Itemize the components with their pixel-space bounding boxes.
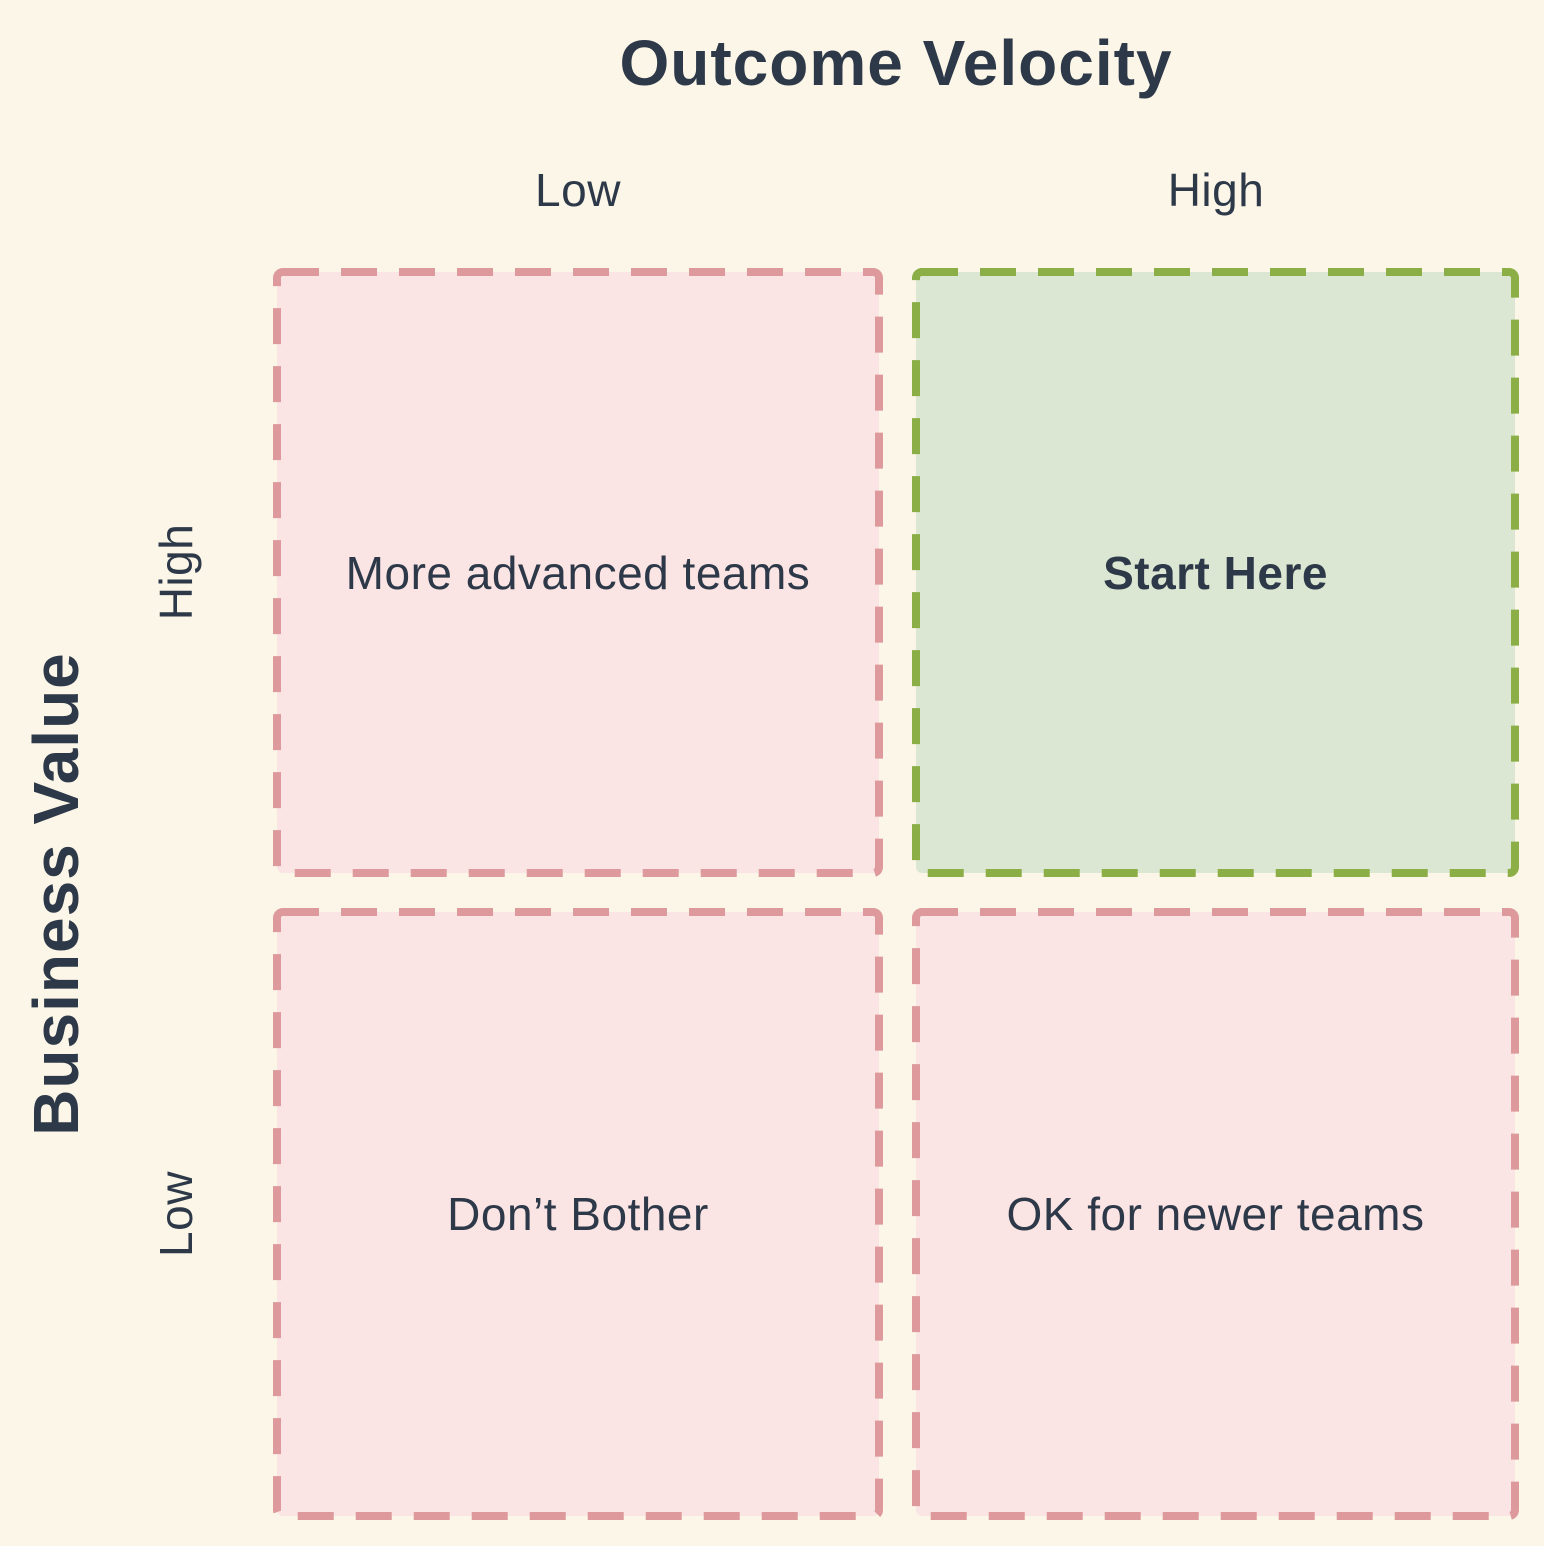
quadrant-bottom-left: Don’t Bother bbox=[273, 908, 883, 1520]
quadrant-label-top-right: Start Here bbox=[1103, 546, 1328, 599]
quadrant-border-top-right bbox=[912, 268, 1519, 877]
quadrant-label-top-left: More advanced teams bbox=[345, 546, 811, 599]
y-axis-title: Business Value bbox=[20, 652, 92, 1136]
y-axis-label-high: High bbox=[150, 523, 202, 621]
quadrant-top-left: More advanced teams bbox=[273, 268, 883, 877]
chart-title: Outcome Velocity bbox=[619, 27, 1173, 99]
quadrant-top-right: Start Here bbox=[912, 268, 1519, 877]
x-axis-label-high: High bbox=[1167, 164, 1265, 216]
y-axis-label-low: Low bbox=[150, 1171, 202, 1257]
quadrant-border-bottom-left bbox=[273, 908, 883, 1520]
quadrant-label-bottom-right: OK for newer teams bbox=[1006, 1188, 1425, 1240]
quadrant-bottom-right: OK for newer teams bbox=[912, 908, 1519, 1520]
x-axis-label-low: Low bbox=[535, 164, 621, 216]
quadrant-border-top-left bbox=[273, 268, 883, 877]
quadrant-border-bottom-right bbox=[912, 908, 1519, 1520]
quadrant-label-bottom-left: Don’t Bother bbox=[447, 1188, 709, 1240]
